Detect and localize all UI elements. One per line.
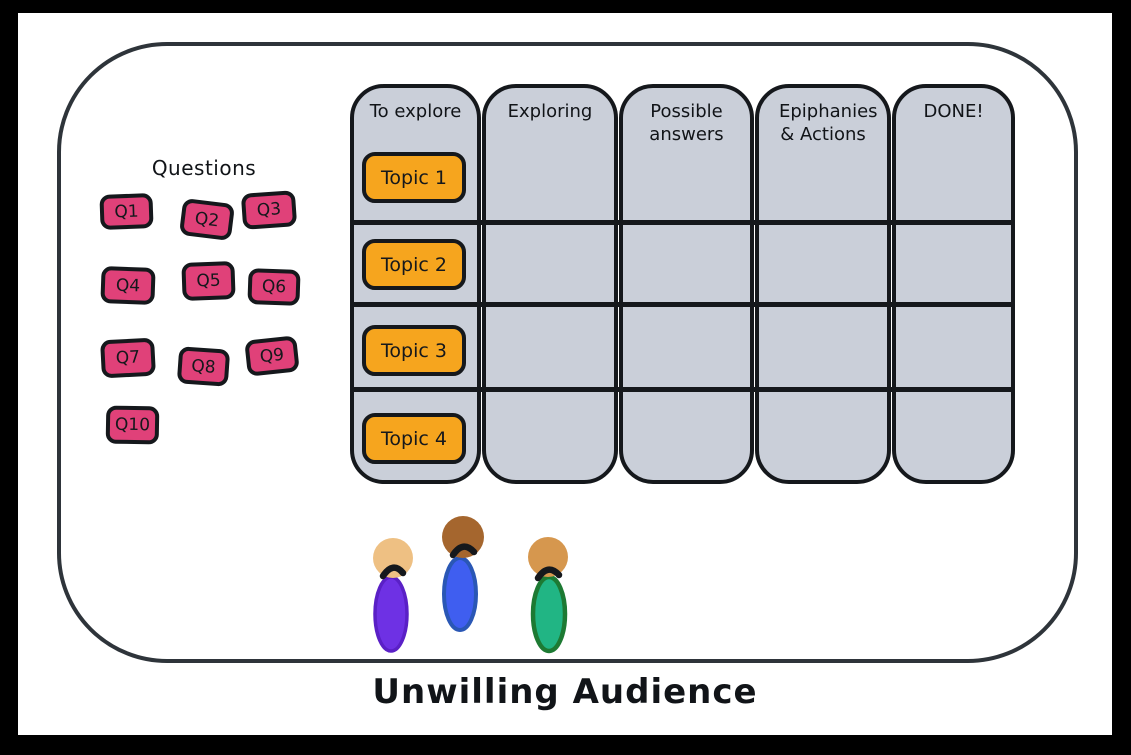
question-card-q8[interactable]: Q8 (176, 346, 231, 387)
audience-figures (373, 516, 568, 654)
column-header-exploring: Exploring (507, 101, 593, 122)
topic-card-3[interactable]: Topic 3 (362, 325, 466, 376)
question-card-q1[interactable]: Q1 (99, 193, 154, 230)
question-card-q9[interactable]: Q9 (244, 335, 300, 377)
person-figure-1[interactable] (373, 538, 413, 653)
row-divider-2 (350, 302, 1015, 307)
column-header-possible-answers: Possible answers (649, 101, 724, 145)
question-card-q3[interactable]: Q3 (240, 190, 298, 230)
column-header-done: DONE! (923, 101, 984, 122)
person-body (442, 556, 478, 632)
topic-card-4[interactable]: Topic 4 (362, 413, 466, 464)
row-divider-1 (350, 220, 1015, 225)
person-head (373, 538, 413, 578)
board-column-exploring[interactable]: Exploring (482, 84, 618, 484)
column-header-epiphanies-actions: Epiphanies & Actions (779, 101, 878, 145)
canvas-background: Questions Q1 Q2 Q3 Q4 Q5 Q6 Q7 Q8 Q9 Q10… (18, 13, 1112, 735)
person-body (373, 575, 409, 653)
person-figure-3[interactable] (528, 537, 568, 654)
person-head (528, 537, 568, 577)
board-column-done[interactable]: DONE! (892, 84, 1015, 484)
face-mark-icon (449, 543, 478, 559)
face-mark-icon (379, 564, 407, 580)
board-title: Unwilling Audience (372, 672, 758, 712)
topic-card-1[interactable]: Topic 1 (362, 152, 466, 203)
person-head (442, 516, 484, 558)
column-header-to-explore: To explore (369, 101, 462, 122)
person-body (530, 574, 568, 654)
question-card-q7[interactable]: Q7 (100, 337, 156, 379)
board-column-possible-answers[interactable]: Possible answers (619, 84, 754, 484)
board-column-epiphanies-actions[interactable]: Epiphanies & Actions (755, 84, 891, 484)
questions-heading: Questions (151, 156, 257, 180)
question-card-q10[interactable]: Q10 (105, 405, 160, 445)
question-card-q4[interactable]: Q4 (100, 266, 156, 305)
topic-card-2[interactable]: Topic 2 (362, 239, 466, 290)
question-card-q6[interactable]: Q6 (247, 268, 301, 306)
question-card-q2[interactable]: Q2 (178, 197, 236, 242)
person-figure-2[interactable] (442, 516, 484, 632)
question-card-q5[interactable]: Q5 (181, 261, 236, 301)
face-mark-icon (534, 566, 563, 582)
row-divider-3 (350, 387, 1015, 392)
